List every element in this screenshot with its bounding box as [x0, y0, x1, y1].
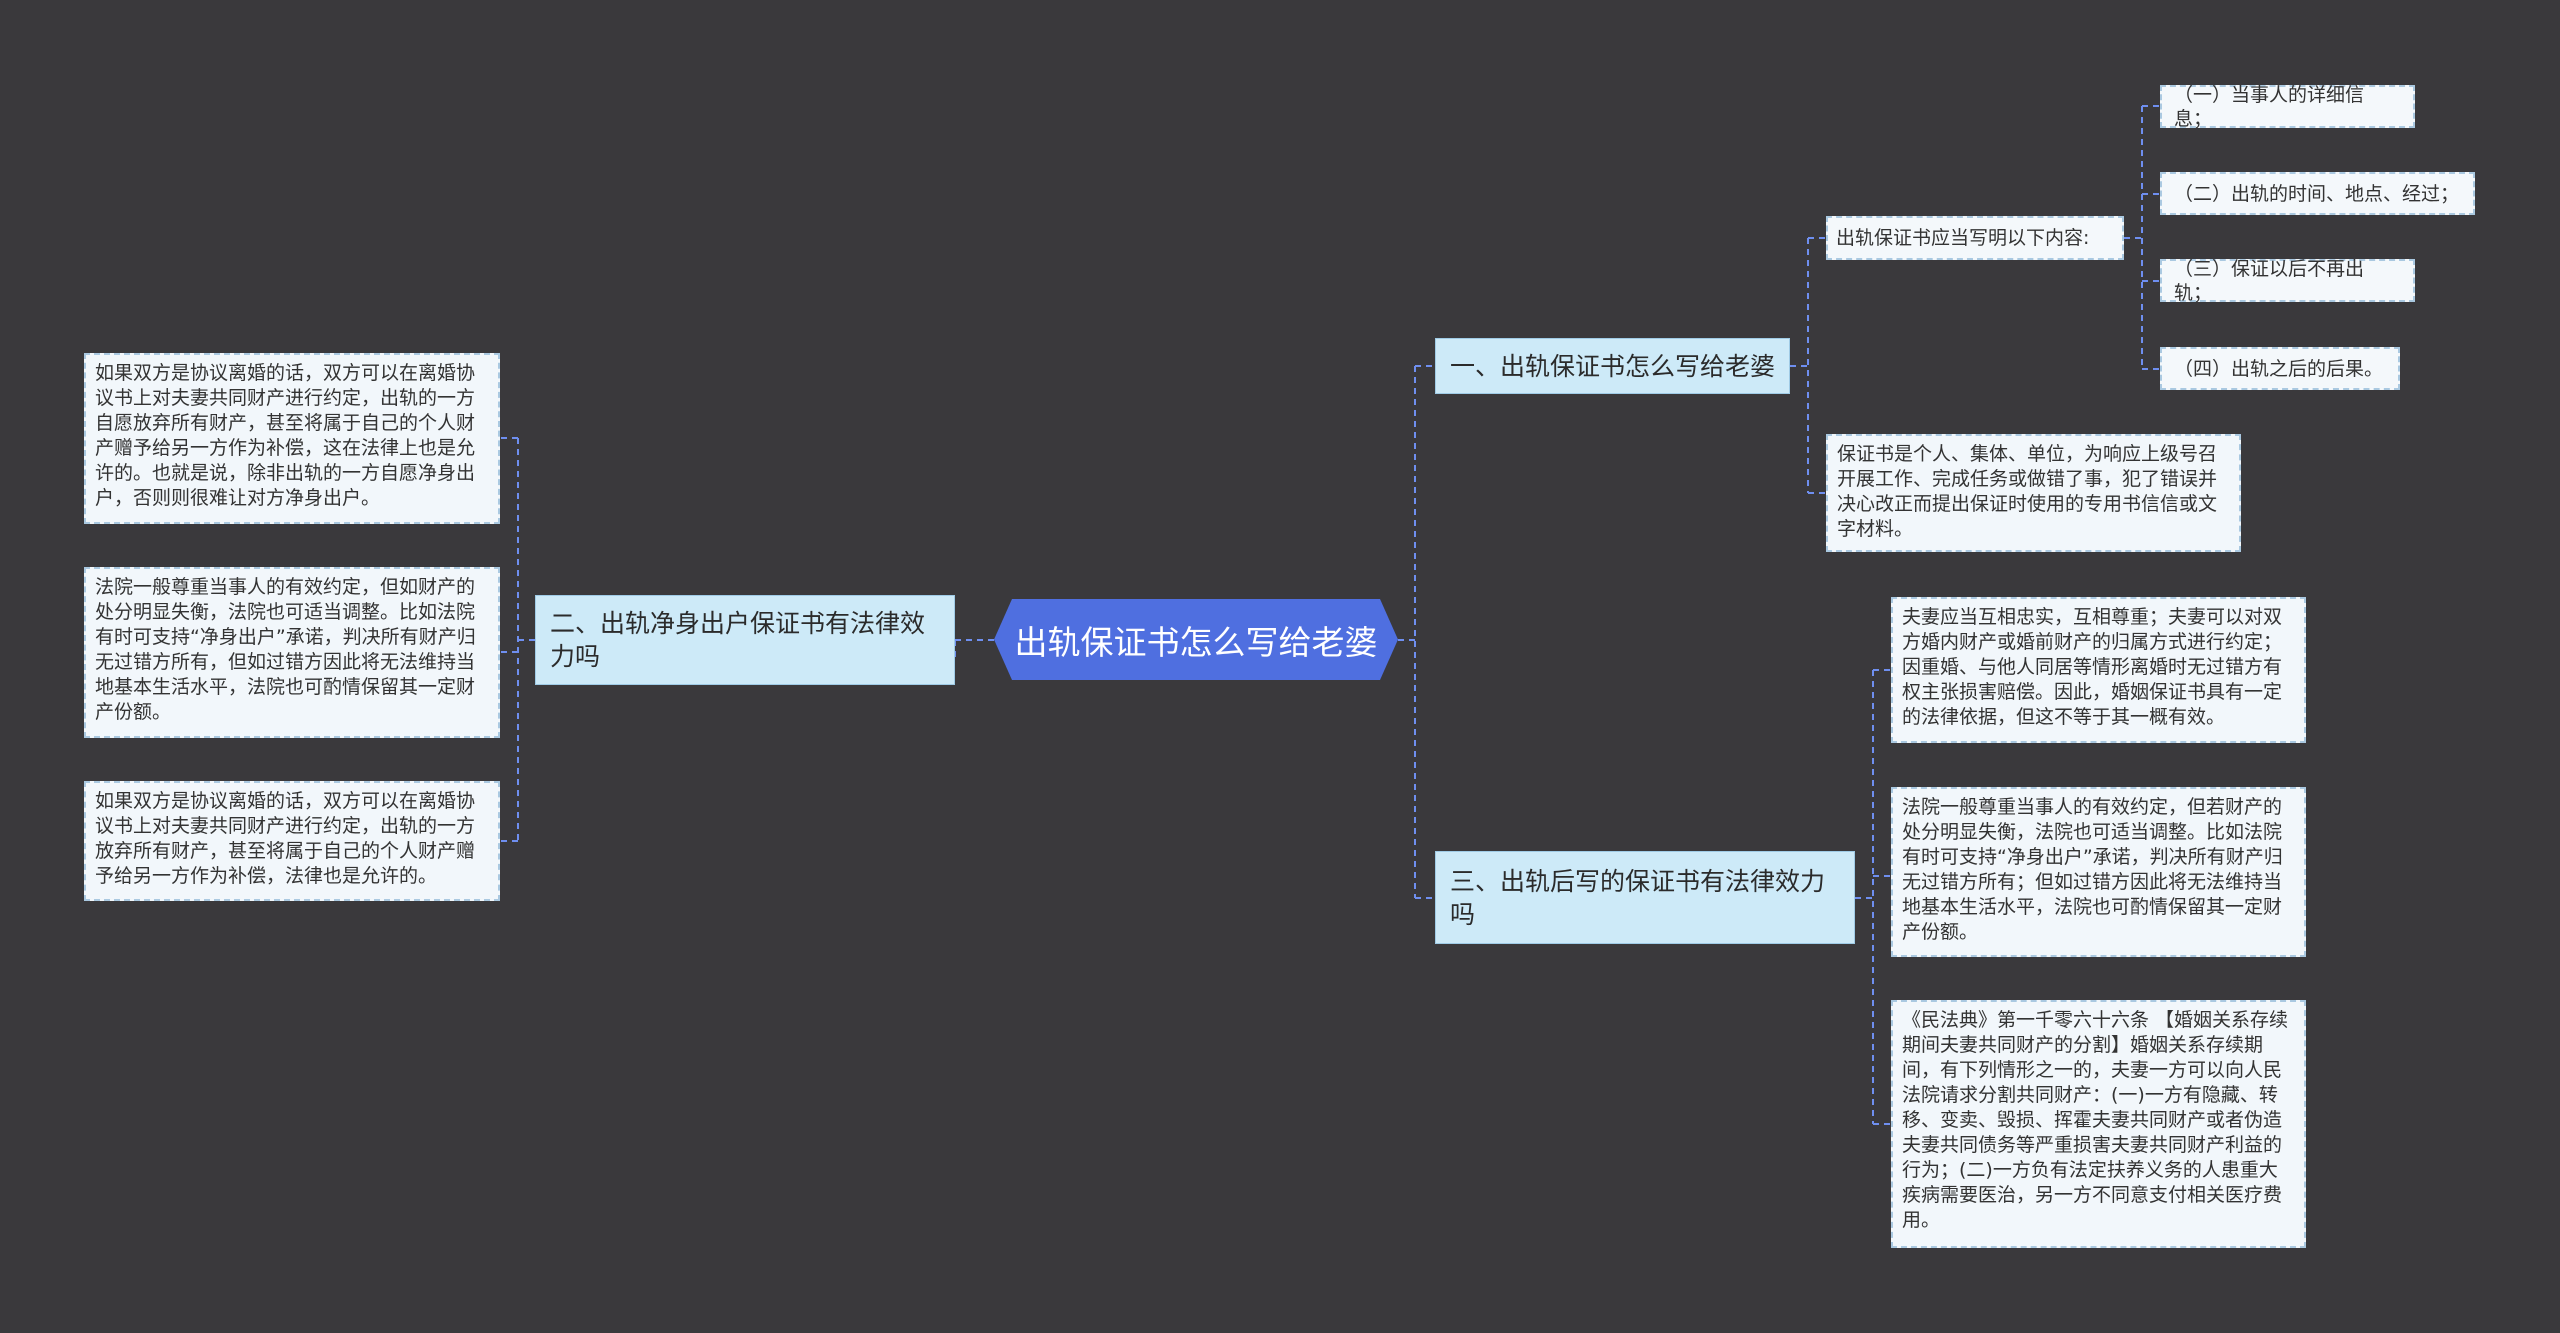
root-topic[interactable]: 出轨保证书怎么写给老婆: [994, 599, 1398, 680]
sub-content-heading[interactable]: 出轨保证书应当写明以下内容:: [1826, 216, 2124, 260]
content-item[interactable]: （二）出轨的时间、地点、经过；: [2160, 172, 2475, 215]
text-leaf[interactable]: 《民法典》第一千零六十六条 【婚姻关系存续期间夫妻共同财产的分割】婚姻关系存续期…: [1891, 1000, 2306, 1248]
text-leaf[interactable]: 法院一般尊重当事人的有效约定，但如财产的处分明显失衡，法院也可适当调整。比如法院…: [84, 567, 500, 738]
branch-legal-effect-pledge[interactable]: 三、出轨后写的保证书有法律效力吗: [1435, 851, 1855, 944]
branch-how-to-write[interactable]: 一、出轨保证书怎么写给老婆: [1435, 338, 1790, 394]
text-leaf[interactable]: 法院一般尊重当事人的有效约定，但若财产的处分明显失衡，法院也可适当调整。比如法院…: [1891, 787, 2306, 957]
text-leaf[interactable]: 夫妻应当互相忠实，互相尊重；夫妻可以对双方婚内财产或婚前财产的归属方式进行约定；…: [1891, 597, 2306, 743]
content-item[interactable]: （一）当事人的详细信息；: [2160, 84, 2415, 130]
text-leaf[interactable]: 如果双方是协议离婚的话，双方可以在离婚协议书上对夫妻共同财产进行约定，出轨的一方…: [84, 353, 500, 524]
branch-legal-effect-asset-waiver[interactable]: 二、出轨净身出户保证书有法律效力吗: [535, 595, 955, 685]
content-item[interactable]: （三）保证以后不再出轨；: [2160, 258, 2415, 304]
content-item[interactable]: （四）出轨之后的后果。: [2160, 347, 2400, 390]
text-leaf[interactable]: 如果双方是协议离婚的话，双方可以在离婚协议书上对夫妻共同财产进行约定，出轨的一方…: [84, 781, 500, 901]
definition-note[interactable]: 保证书是个人、集体、单位，为响应上级号召开展工作、完成任务或做错了事，犯了错误并…: [1826, 434, 2241, 552]
